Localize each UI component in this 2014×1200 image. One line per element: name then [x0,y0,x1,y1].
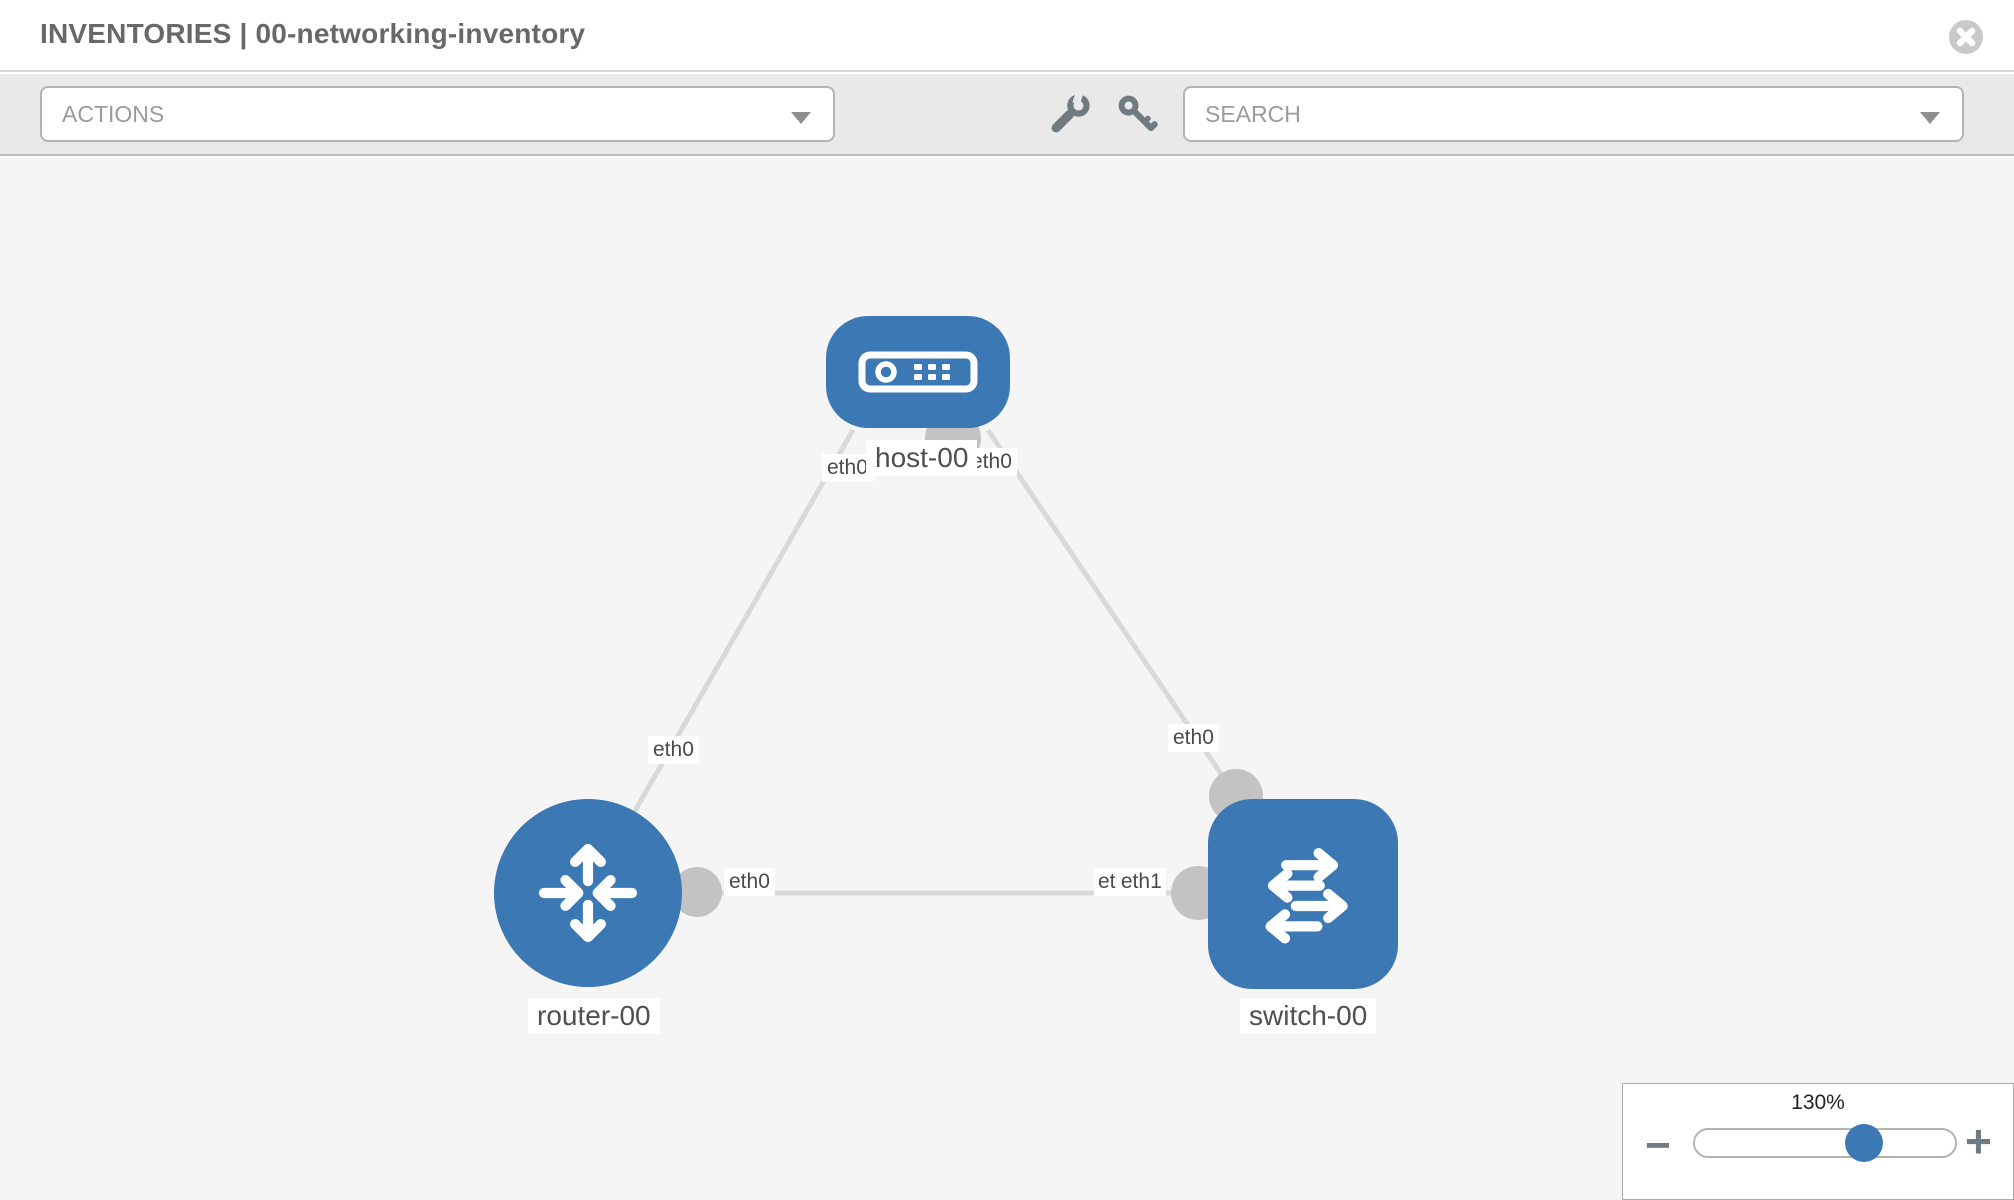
zoom-slider-track[interactable] [1693,1124,1957,1162]
zoom-out-minus-icon[interactable]: − [1645,1121,1671,1170]
credentials-key-icon[interactable] [1115,92,1159,136]
iface-label-switch-eth0-host-link: eth0 [1168,724,1219,752]
iface-label-router-eth0-host-link: eth0 [648,736,699,764]
node-router-00[interactable] [494,799,682,987]
configure-wrench-icon[interactable] [1048,92,1092,136]
search-dropdown-label: SEARCH [1205,100,1301,127]
actions-dropdown[interactable]: ACTIONS [40,86,835,142]
node-label-host-00: host-00 [866,440,978,476]
host-device-icon [858,351,978,393]
search-dropdown[interactable]: SEARCH [1183,86,1964,142]
zoom-panel: 130% − + [1622,1083,2014,1200]
node-switch-00[interactable] [1208,799,1398,989]
switch-icon [1265,848,1348,944]
node-label-router-00: router-00 [528,998,660,1034]
zoom-level-value: 130% [1791,1091,1845,1114]
actions-dropdown-label: ACTIONS [62,100,165,127]
links-layer [585,410,1300,920]
iface-label-host-eth0-router-link: eth0 [822,454,873,482]
panel-header: INVENTORIES | 00-networking-inventory [0,0,2014,72]
node-host-00[interactable] [826,316,1010,428]
page-title: INVENTORIES | 00-networking-inventory [40,18,586,49]
zoom-slider-thumb[interactable] [1845,1124,1883,1162]
iface-blob-router-eth0 [672,867,722,917]
chevron-down-icon [1920,112,1940,124]
iface-label-switch-eth1: eth1 [1116,868,1166,896]
node-label-switch-00: switch-00 [1240,998,1377,1034]
toolbar: ACTIONS SEARCH [0,74,2014,156]
iface-label-router-eth0-switch-link: eth0 [724,868,775,896]
zoom-in-plus-icon[interactable]: + [1965,1115,1992,1167]
chevron-down-icon [791,112,811,124]
close-icon[interactable] [1948,19,1984,55]
router-icon [538,843,638,943]
